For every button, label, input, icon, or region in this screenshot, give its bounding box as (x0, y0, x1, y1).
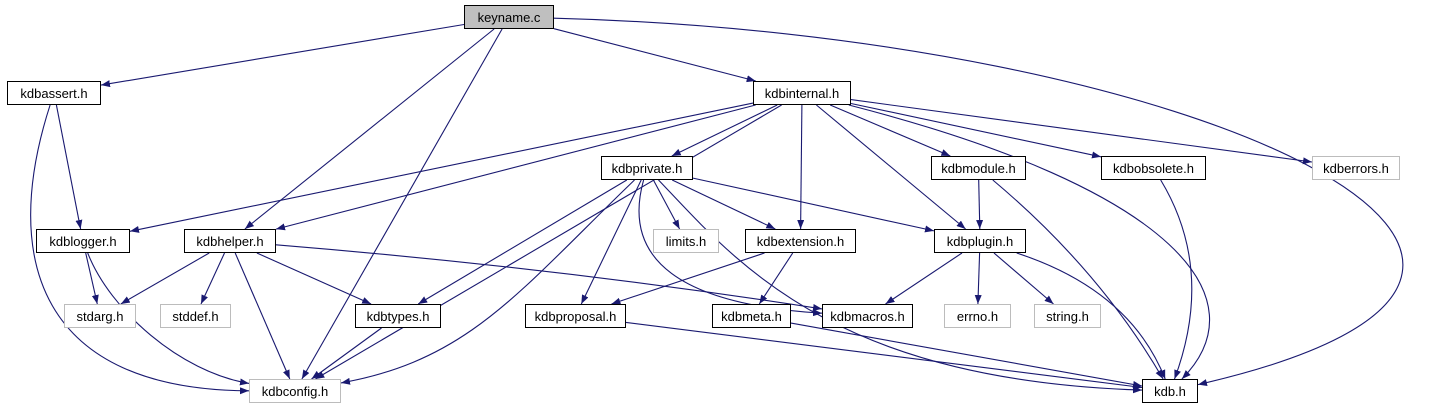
edge-kdbhelper-h--kdbconfig-h (234, 252, 291, 380)
node-kdblogger-h[interactable]: kdblogger.h (36, 229, 130, 253)
edge-kdbinternal-h--kdbobsolete-h (850, 102, 1102, 159)
edge-kdbinternal-h--kdbextension-h (797, 104, 805, 230)
edge-kdbhelper-h--stddef-h (200, 252, 225, 305)
edge-kdbassert-h--kdblogger-h (55, 104, 83, 230)
edge-kdbprivate-h--kdbconfig-h (340, 179, 635, 385)
edge-kdblogger-h--stdarg-h (85, 252, 99, 305)
node-kdbhelper-h[interactable]: kdbhelper.h (184, 229, 276, 253)
edge-kdbinternal-h--kdb-h (848, 104, 1211, 380)
node-kdbprivate-h[interactable]: kdbprivate.h (601, 156, 693, 180)
node-kdbassert-h[interactable]: kdbassert.h (7, 81, 101, 105)
edge-kdbinternal-h--kdberrors-h (850, 99, 1313, 165)
node-kdbmeta-h[interactable]: kdbmeta.h (712, 304, 791, 328)
edge-kdbinternal-h--kdbmodule-h (829, 104, 951, 157)
edge-keyname-c--kdbassert-h (100, 23, 465, 88)
node-kdberrors-h: kdberrors.h (1312, 156, 1400, 180)
edge-kdbextension-h--kdbproposal-h (611, 252, 765, 305)
edge-kdbhelper-h--kdbmacros-h (275, 244, 823, 311)
edge-kdbplugin-h--string-h (993, 252, 1054, 305)
edge-keyname-c--kdb-h (553, 17, 1404, 387)
edge-kdbextension-h--kdbmeta-h (758, 252, 794, 305)
edge-kdbprivate-h--kdbextension-h (671, 179, 776, 230)
edge-kdbproposal-h--kdb-h (625, 321, 1143, 390)
node-errno-h: errno.h (944, 304, 1011, 328)
node-kdbextension-h[interactable]: kdbextension.h (745, 229, 856, 253)
edge-kdbplugin-h--errno-h (974, 252, 982, 305)
node-stdarg-h: stdarg.h (64, 304, 136, 328)
edge-kdbobsolete-h--kdb-h (1160, 179, 1193, 380)
edge-kdbtypes-h--kdbconfig-h (311, 327, 382, 380)
node-kdbplugin-h[interactable]: kdbplugin.h (934, 229, 1026, 253)
node-string-h: string.h (1034, 304, 1101, 328)
node-kdbconfig-h: kdbconfig.h (249, 379, 341, 403)
node-limits-h: limits.h (653, 229, 719, 253)
node-keyname-c: keyname.c (464, 5, 554, 29)
edge-kdbmeta-h--kdb-h (790, 322, 1143, 388)
node-kdbproposal-h[interactable]: kdbproposal.h (525, 304, 626, 328)
node-kdbobsolete-h[interactable]: kdbobsolete.h (1101, 156, 1206, 180)
edge-kdbplugin-h--kdbmacros-h (885, 252, 963, 305)
edge-kdbmodule-h--kdbplugin-h (976, 179, 984, 230)
node-kdbmodule-h[interactable]: kdbmodule.h (931, 156, 1026, 180)
node-kdbmacros-h[interactable]: kdbmacros.h (822, 304, 913, 328)
edge-kdbprivate-h--limits-h (652, 179, 681, 230)
edge-kdbhelper-h--stdarg-h (120, 252, 210, 305)
edge-kdbprivate-h--kdbproposal-h (580, 179, 642, 305)
node-stddef-h: stddef.h (160, 304, 231, 328)
node-kdbtypes-h[interactable]: kdbtypes.h (355, 304, 441, 328)
node-kdbinternal-h[interactable]: kdbinternal.h (753, 81, 851, 105)
edge-keyname-c--kdbhelper-h (244, 28, 495, 230)
edge-kdbmodule-h--kdb-h (992, 179, 1164, 380)
edge-kdbprivate-h--kdb-h (658, 179, 1143, 394)
edge-keyname-c--kdbinternal-h (553, 28, 756, 83)
edge-kdbprivate-h--kdbtypes-h (417, 179, 628, 305)
node-kdb-h[interactable]: kdb.h (1142, 379, 1198, 403)
edge-kdbhelper-h--kdbtypes-h (256, 252, 372, 305)
edge-kdbprivate-h--kdbplugin-h (692, 177, 935, 233)
edge-kdbinternal-h--kdbprivate-h (671, 104, 778, 157)
